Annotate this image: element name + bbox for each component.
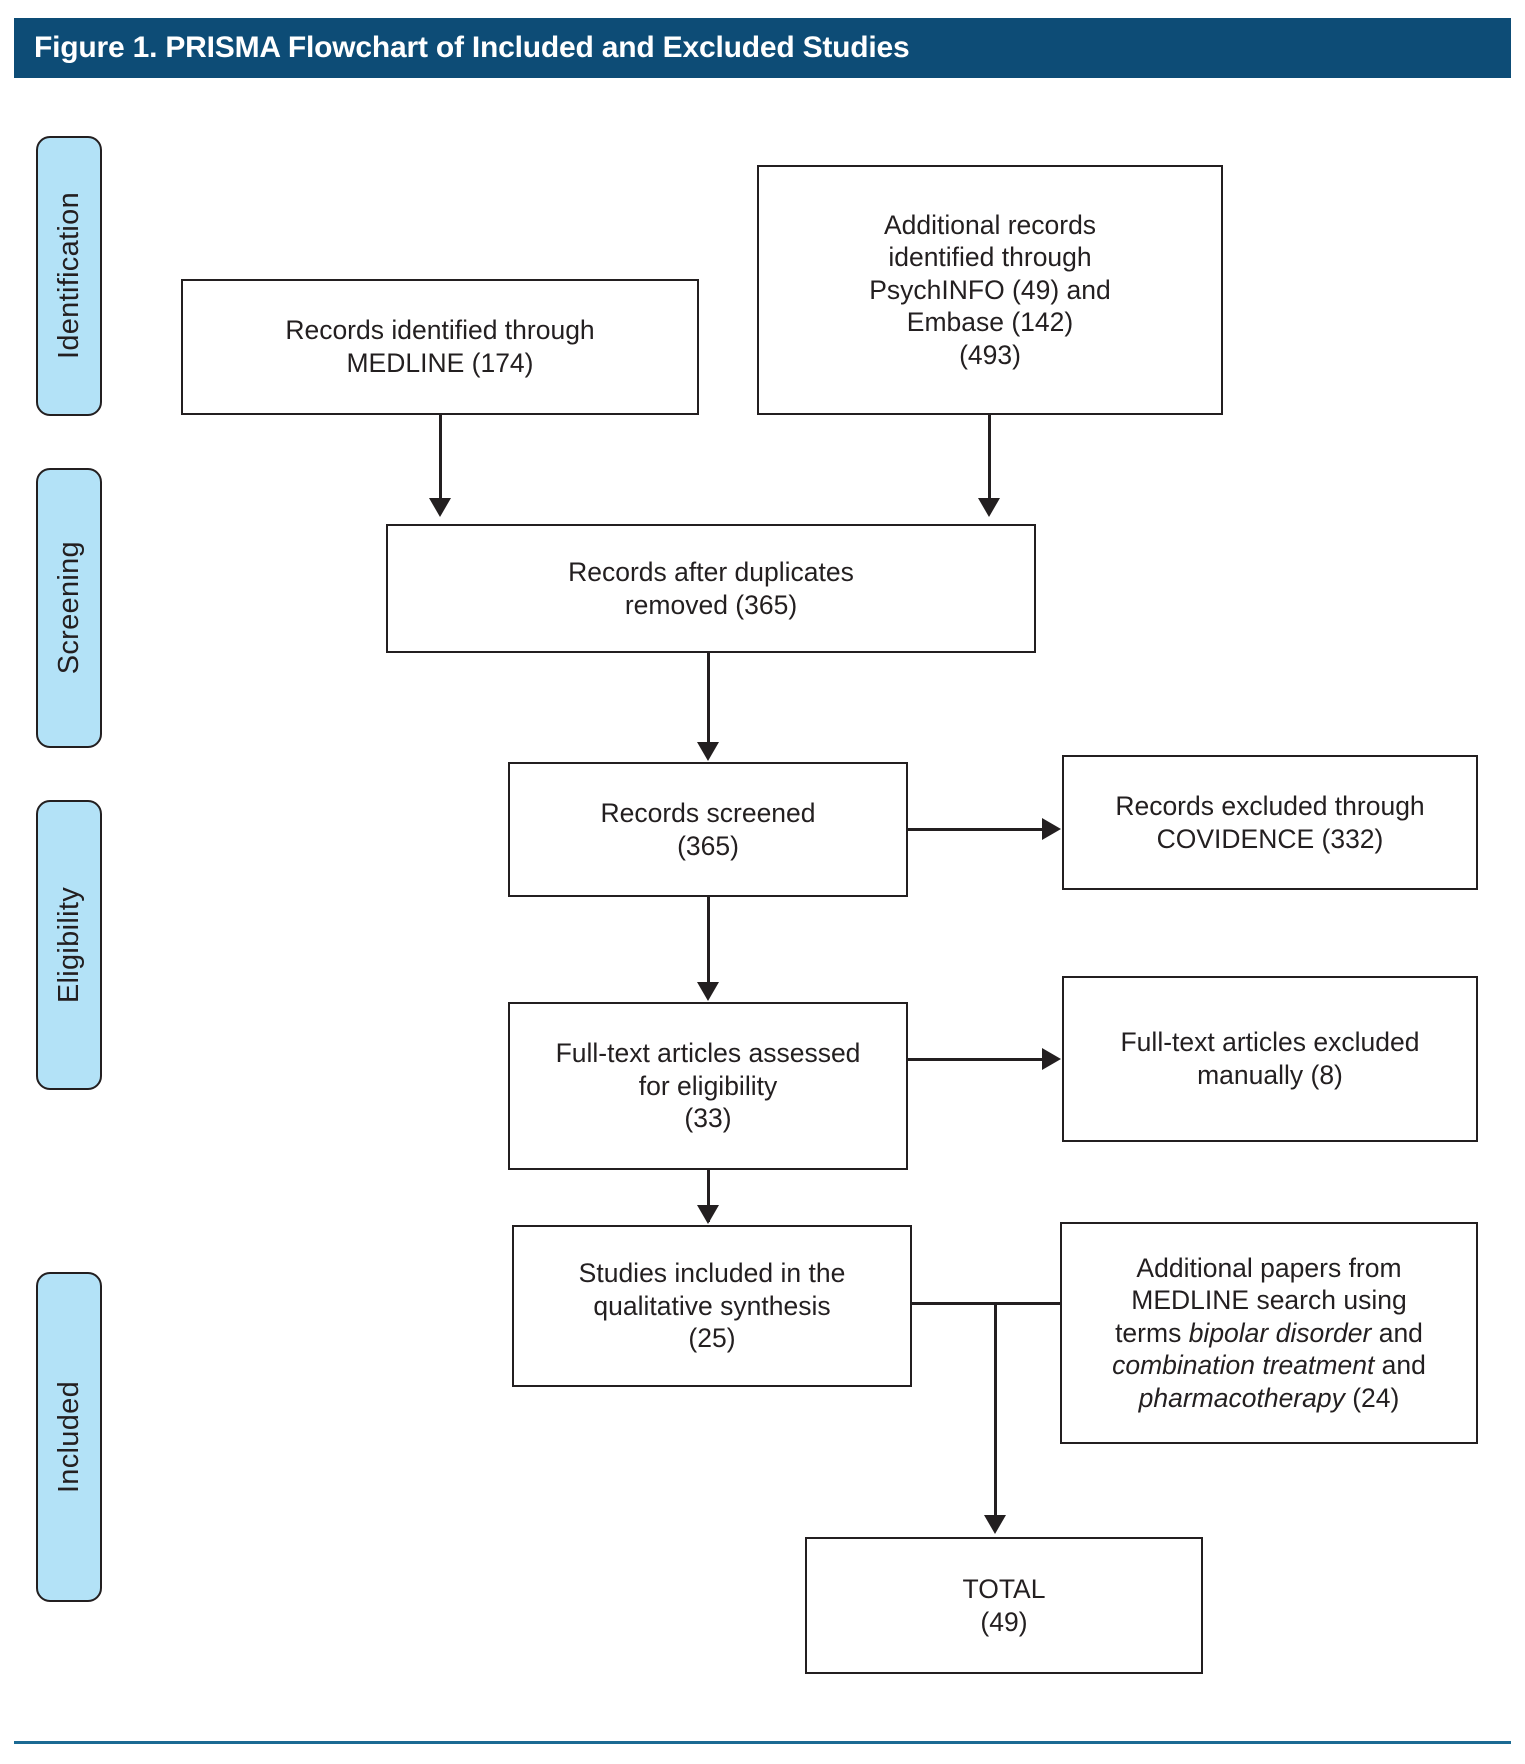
connector-screened-to-fulltext — [707, 897, 710, 983]
box-additional-records-text: Additional records identified through Ps… — [869, 209, 1111, 370]
bottom-divider — [14, 1741, 1511, 1744]
stage-eligibility-label: Eligibility — [52, 886, 85, 1004]
additional-papers-line2: MEDLINE search using — [1131, 1285, 1407, 1316]
arrowhead-fulltext-to-studies — [697, 1205, 719, 1224]
connector-fulltext-to-excluded — [908, 1058, 1043, 1061]
box-additional-papers-text: Additional papers from MEDLINE search us… — [1102, 1252, 1436, 1415]
box-medline-records-text: Records identified through MEDLINE (174) — [285, 315, 595, 378]
box-records-excluded-text: Records excluded through COVIDENCE (332) — [1115, 790, 1425, 854]
additional-papers-line4-post: and — [1374, 1350, 1426, 1381]
box-records-screened: Records screened (365) — [508, 762, 908, 897]
term-pharmacotherapy: pharmacotherapy — [1138, 1382, 1345, 1413]
box-fulltext-excluded-text: Full-text articles excluded manually (8) — [1120, 1027, 1420, 1090]
connector-studies-to-junction — [910, 1302, 1062, 1305]
stage-screening: Screening — [36, 468, 102, 748]
connector-duplicates-to-screened — [707, 653, 710, 743]
box-total: TOTAL (49) — [805, 1537, 1203, 1674]
box-duplicates-removed: Records after duplicates removed (365) — [386, 524, 1036, 653]
stage-identification-label: Identification — [52, 192, 85, 360]
connector-fulltext-to-studies — [707, 1170, 710, 1222]
box-studies-included-text: Studies included in the qualitative synt… — [578, 1258, 846, 1354]
arrowhead-junction-to-total — [984, 1515, 1006, 1534]
arrowhead-fulltext-to-excluded — [1042, 1048, 1061, 1070]
stage-included-label: Included — [52, 1380, 85, 1494]
stage-screening-label: Screening — [52, 541, 85, 675]
stage-eligibility: Eligibility — [36, 800, 102, 1090]
arrowhead-medline-to-duplicates — [429, 498, 451, 517]
connector-additional-to-duplicates — [988, 415, 991, 499]
box-studies-included: Studies included in the qualitative synt… — [512, 1225, 912, 1387]
stage-included: Included — [36, 1272, 102, 1602]
box-additional-records: Additional records identified through Ps… — [757, 165, 1223, 415]
box-fulltext-assessed-text: Full-text articles assessed for eligibil… — [555, 1038, 861, 1134]
arrowhead-additional-to-duplicates — [978, 498, 1000, 517]
connector-screened-to-excluded — [908, 828, 1043, 831]
connector-junction-to-total — [994, 1302, 997, 1517]
term-bipolar-disorder: bipolar disorder — [1188, 1317, 1372, 1348]
box-duplicates-removed-text: Records after duplicates removed (365) — [568, 556, 854, 620]
box-records-screened-text: Records screened (365) — [600, 797, 816, 861]
connector-medline-to-duplicates — [439, 415, 442, 499]
figure-title-bar: Figure 1. PRISMA Flowchart of Included a… — [14, 18, 1511, 78]
box-additional-papers: Additional papers from MEDLINE search us… — [1060, 1222, 1478, 1444]
arrowhead-screened-to-fulltext — [697, 982, 719, 1001]
box-medline-records: Records identified through MEDLINE (174) — [181, 279, 699, 415]
box-records-excluded: Records excluded through COVIDENCE (332) — [1062, 755, 1478, 890]
term-combination-treatment: combination treatment — [1112, 1350, 1375, 1381]
additional-papers-line3-post: and — [1371, 1317, 1423, 1348]
arrowhead-duplicates-to-screened — [697, 742, 719, 761]
arrowhead-screened-to-excluded — [1042, 818, 1061, 840]
additional-papers-line1: Additional papers from — [1136, 1252, 1402, 1283]
box-fulltext-assessed: Full-text articles assessed for eligibil… — [508, 1002, 908, 1170]
additional-papers-line3-pre: terms — [1115, 1317, 1189, 1348]
box-total-text: TOTAL (49) — [962, 1573, 1046, 1637]
figure-title: Figure 1. PRISMA Flowchart of Included a… — [34, 31, 910, 64]
box-fulltext-excluded: Full-text articles excluded manually (8) — [1062, 976, 1478, 1142]
additional-papers-line5-post: (24) — [1344, 1382, 1400, 1413]
stage-identification: Identification — [36, 136, 102, 416]
